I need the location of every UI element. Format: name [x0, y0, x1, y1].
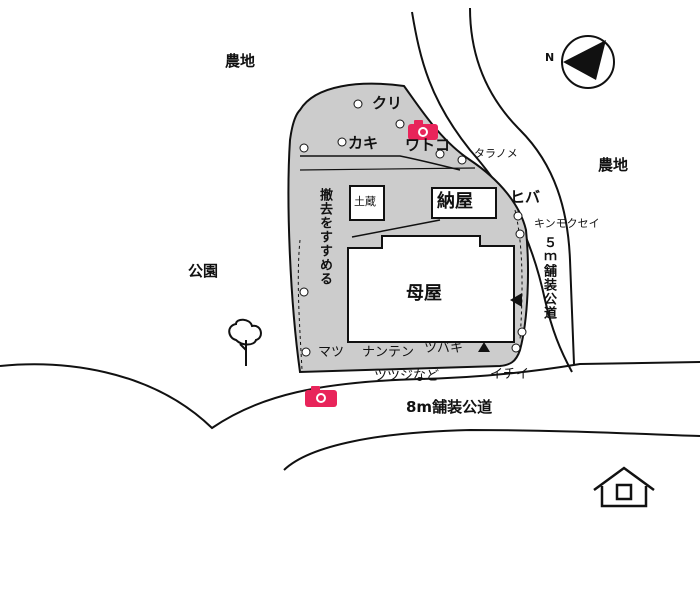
farmland-label: 農地 [225, 52, 256, 70]
storehouse-box [349, 185, 385, 221]
compass-north-label: N [545, 51, 555, 64]
site-divider-2 [299, 167, 476, 171]
tree-label-nanten: ナンテン [362, 345, 415, 360]
tree-label-chestnut: クリ [372, 94, 403, 112]
main-house-label: 母屋 [406, 283, 442, 304]
road-5m-east-edge [469, 7, 575, 365]
farmland-label: 農地 [598, 156, 629, 174]
camera-icon [305, 386, 337, 407]
tree-label-persimmon: カキ [348, 134, 379, 152]
demolish-note: 撤去をすすめる [317, 188, 332, 286]
hedge-right [514, 209, 523, 341]
main-house-shape [347, 235, 515, 343]
entrance-marker [510, 293, 522, 307]
road-8m-label: 8m舗装公道 [406, 398, 493, 416]
tree-label-taranome: タラノメ [474, 147, 518, 160]
hedge-left [297, 239, 303, 371]
tree-icon [228, 318, 262, 366]
road-5m-label: ５ｍ舗装公道 [541, 236, 556, 320]
tree-label-tsutsuji: ツツジなど [374, 369, 440, 384]
camera-icon [408, 120, 438, 140]
park-label: 公園 [188, 262, 219, 280]
tree-label-hiba: ヒバ [510, 188, 541, 206]
storehouse-label: 土蔵 [354, 195, 376, 208]
tree-label-kinmokusei: キンモクセイ [534, 217, 600, 230]
barn-label: 納屋 [437, 191, 473, 212]
tree-label-wotoko: ワトコ [405, 136, 451, 154]
tree-label-ichii: イチイ [490, 367, 530, 382]
house-icon [593, 466, 655, 508]
tree-scribbles [299, 99, 527, 357]
tsubaki-marker [478, 342, 490, 352]
tree-label-matsu: マツ [318, 345, 345, 360]
road-8m-north-edge [0, 361, 700, 430]
compass-icon [561, 35, 615, 89]
pointer-line [351, 219, 441, 238]
road-8m-south-edge [283, 428, 700, 471]
tree-label-tsubaki: ツバキ [424, 341, 464, 356]
barn-box [431, 187, 497, 219]
